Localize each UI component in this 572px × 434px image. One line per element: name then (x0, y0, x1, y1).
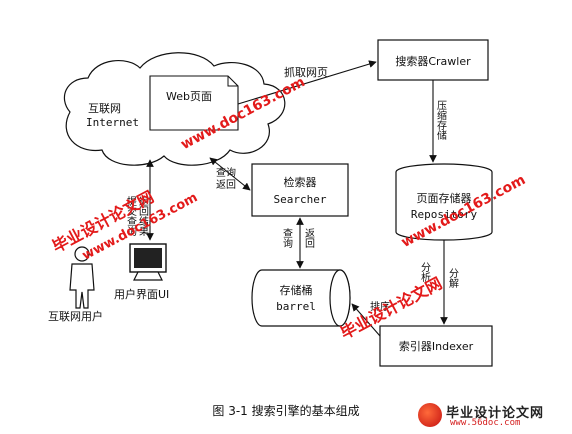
barrel-end (329, 269, 351, 327)
monitor-icon (129, 243, 167, 281)
user-figure-icon (69, 246, 95, 309)
edge-indexer-barrel (351, 303, 381, 337)
label-compress-store: 压缩存储 (435, 100, 447, 141)
internet-label-cn: 互联网 (88, 102, 121, 115)
searcher-label-en: Searcher (274, 193, 327, 206)
edge-query-internet (209, 157, 251, 191)
label-analyze: 分析 (419, 262, 431, 283)
label-query-return-internet-2: 返回 (216, 179, 236, 191)
label-fetch-page: 抓取网页 (284, 65, 328, 79)
figure-caption: 图 3-1 搜索引擎的基本组成 (212, 404, 360, 418)
internet-label-en: Internet (86, 116, 139, 129)
logo-mark-icon (418, 403, 442, 427)
searcher-label-cn: 检索器 (284, 175, 317, 189)
label-return-barrel: 返回 (303, 228, 315, 249)
repository-label-en: Repository (411, 208, 478, 221)
indexer-box (379, 325, 493, 367)
repository-cylinder-body (395, 172, 493, 241)
indexer-label: 索引器Indexer (399, 339, 474, 353)
user-ui-label: 用户界面UI (114, 287, 169, 301)
repository-label-cn: 页面存储器 (417, 191, 472, 205)
logo-cn: 毕业设计论文网 (446, 406, 545, 421)
label-query-return-internet-1: 查询 (216, 166, 236, 179)
barrel-label-en: barrel (276, 300, 316, 313)
label-return-result: 返回结果 (137, 196, 149, 237)
web-page-label: Web页面 (166, 90, 212, 103)
crawler-box (377, 39, 489, 81)
site-logo: 毕业设计论文网 www.56doc.com (416, 400, 566, 430)
label-segment: 分解 (447, 268, 459, 289)
logo-url: www.56doc.com (450, 418, 521, 428)
searcher-box (251, 163, 349, 217)
edge-fetch-page (237, 60, 377, 105)
barrel-label-cn: 存储桶 (280, 283, 313, 297)
crawler-label: 搜索器Crawler (395, 54, 471, 68)
label-submit-query: 提交查询 (125, 196, 137, 237)
label-sort: 排序 (370, 300, 390, 313)
internet-user-label: 互联网用户 (48, 309, 103, 323)
label-query-barrel: 查询 (281, 227, 293, 249)
web-page-box (149, 75, 239, 131)
